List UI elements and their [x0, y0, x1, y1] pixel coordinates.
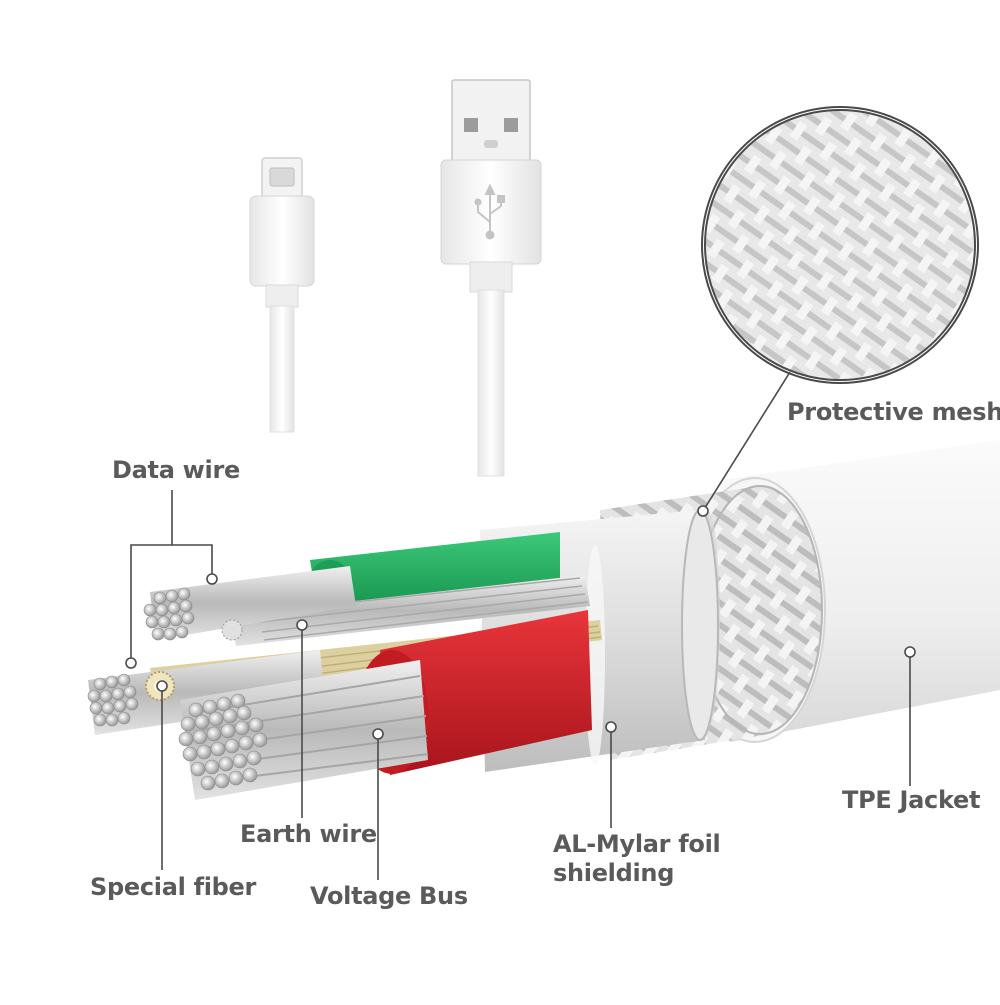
special-fiber-label: Special fiber	[90, 873, 257, 901]
usb-a-connector	[440, 79, 542, 477]
mesh-magnifier	[701, 106, 979, 384]
data-wire-leader-right	[172, 544, 213, 578]
earth-wire-end	[221, 619, 243, 641]
al-mylar-label-line2: shielding	[553, 858, 675, 887]
data-wire-leader-left	[130, 490, 173, 661]
data-wire-end-left	[87, 673, 139, 727]
usb-icon	[474, 183, 505, 240]
al-mylar-label-line1: AL-Mylar foil	[553, 830, 721, 858]
micro-usb-connector	[249, 157, 315, 433]
leader-dots	[125, 505, 916, 740]
data-wire-label: Data wire	[112, 456, 240, 484]
al-mylar-label: AL-Mylar foil shielding	[553, 830, 753, 888]
protective-mesh-leader	[702, 371, 791, 512]
leader-lines	[130, 371, 911, 880]
protective-mesh-label: Protective mesh	[787, 398, 1000, 426]
cable-cross-section	[87, 440, 1000, 800]
tpe-jacket-label: TPE Jacket	[842, 786, 981, 814]
voltage-bus-end	[178, 693, 268, 791]
data-wire-end-top	[143, 587, 195, 641]
voltage-bus-label: Voltage Bus	[310, 882, 468, 910]
earth-wire-label: Earth wire	[240, 820, 377, 848]
